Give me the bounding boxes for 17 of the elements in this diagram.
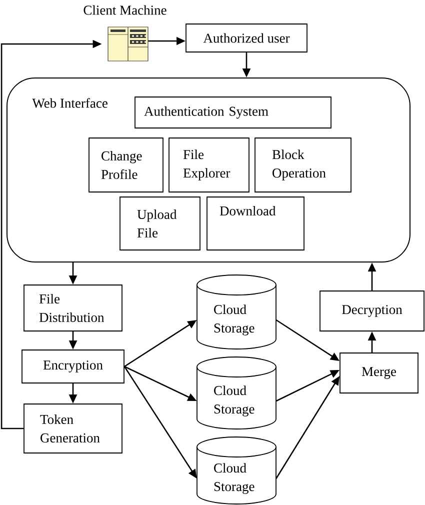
process-box: Upload File [120, 196, 200, 250]
process-box: File Explorer [168, 138, 250, 192]
process-box: Download [206, 196, 304, 250]
process-box: Change Profile [88, 138, 164, 192]
process-box: Merge [340, 352, 418, 394]
storage-cylinder: Cloud Storage [196, 436, 276, 504]
node-label: Client Machine [84, 5, 166, 15]
process-box: Encryption [22, 350, 124, 384]
process-box: Token Generation [24, 404, 122, 454]
process-box: Authentication System [134, 96, 332, 128]
storage-cylinder: Cloud Storage [196, 274, 276, 350]
process-box: Decryption [320, 290, 424, 332]
process-box: File Distribution [24, 284, 122, 332]
process-box: Block Operation [254, 138, 352, 192]
process-box: Authorized user [186, 24, 308, 52]
storage-cylinder: Cloud Storage [196, 356, 276, 430]
computer-icon [108, 26, 148, 62]
